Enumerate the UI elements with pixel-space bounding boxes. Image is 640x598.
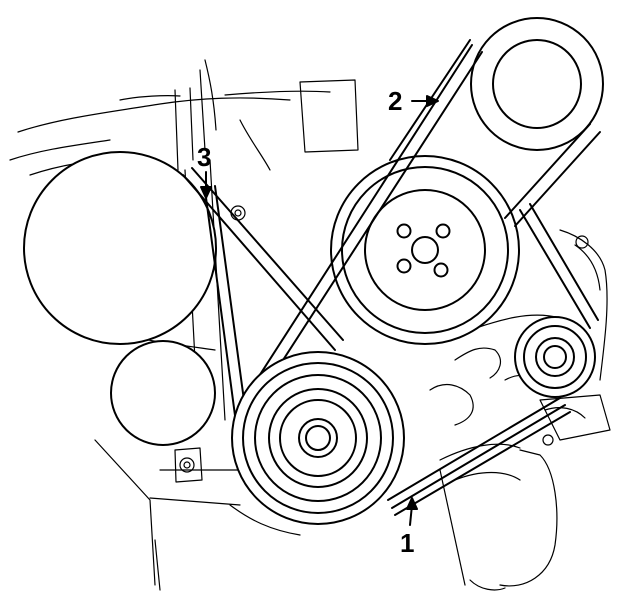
ac-compressor-pulley — [23, 151, 217, 345]
belt-1 — [387, 397, 571, 516]
lower-idler-pulley — [110, 340, 216, 446]
belt-3 — [182, 167, 344, 439]
callout-leaders — [200, 95, 439, 526]
callout-1: 1 — [400, 528, 414, 558]
callout-3: 3 — [197, 142, 211, 172]
tensioner-pulley — [514, 316, 596, 398]
crankshaft-pulley — [231, 351, 405, 525]
callout-2: 2 — [388, 86, 402, 116]
upper-right-pulley — [470, 17, 604, 151]
water-pump-pulley — [330, 155, 520, 345]
